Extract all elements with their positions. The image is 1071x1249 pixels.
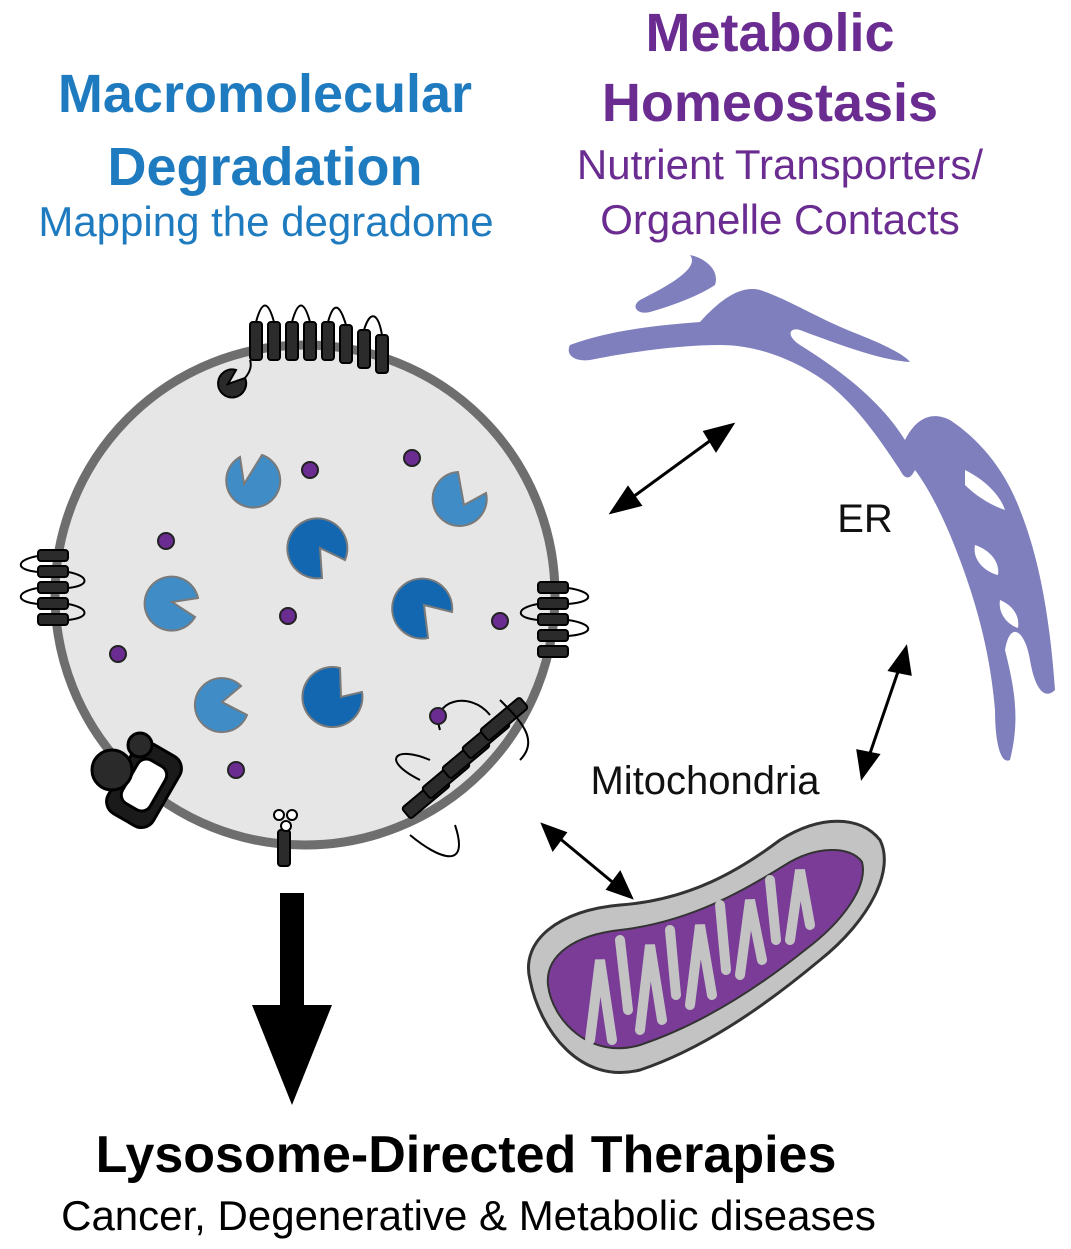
membrane-transporter-right [519,581,589,658]
enzyme-light [225,453,282,509]
degradation-title-line1: Macromolecular [57,64,473,124]
peripheral-membrane-protein [217,359,252,399]
degradative-enzymes [143,453,488,734]
mitochondria-organelle [527,819,886,1074]
arrow-lysosome-er [608,422,736,515]
er-label: ER [837,497,893,541]
therapies-subtitle: Cancer, Degenerative & Metabolic disease… [61,1192,876,1239]
membrane-transporter-left [19,549,86,626]
er-organelle [568,255,1055,761]
membrane-transporter-bottom-right [395,697,530,858]
contact-arrows [540,422,912,900]
metabolic-title-line1: Metabolic [645,3,895,63]
metabolic-title-line2: Homeostasis [601,73,939,133]
metabolic-subtitle-line1: Nutrient Transporters/ [576,141,984,188]
membrane-receptor-small [273,809,298,867]
enzyme-light [193,677,249,734]
enzyme-dark [391,577,454,640]
therapy-arrow [252,893,332,1105]
membrane-transporter-top [249,304,389,374]
arrow-lysosome-mitochondria [540,822,634,900]
degradation-title-line2: Degradation [107,137,423,197]
enzyme-light [143,575,200,632]
degradation-subtitle: Mapping the degradome [38,198,494,245]
therapies-title: Lysosome-Directed Therapies [95,1126,837,1184]
metabolic-subtitle-line2: Organelle Contacts [600,196,960,243]
arrow-er-mitochondria [856,644,912,781]
nutrient-particles [109,449,509,779]
enzyme-light [431,470,488,527]
mitochondria-label: Mitochondria [590,759,820,803]
v-atpase-complex [90,731,183,830]
enzyme-dark [286,517,349,580]
enzyme-dark [301,666,364,728]
